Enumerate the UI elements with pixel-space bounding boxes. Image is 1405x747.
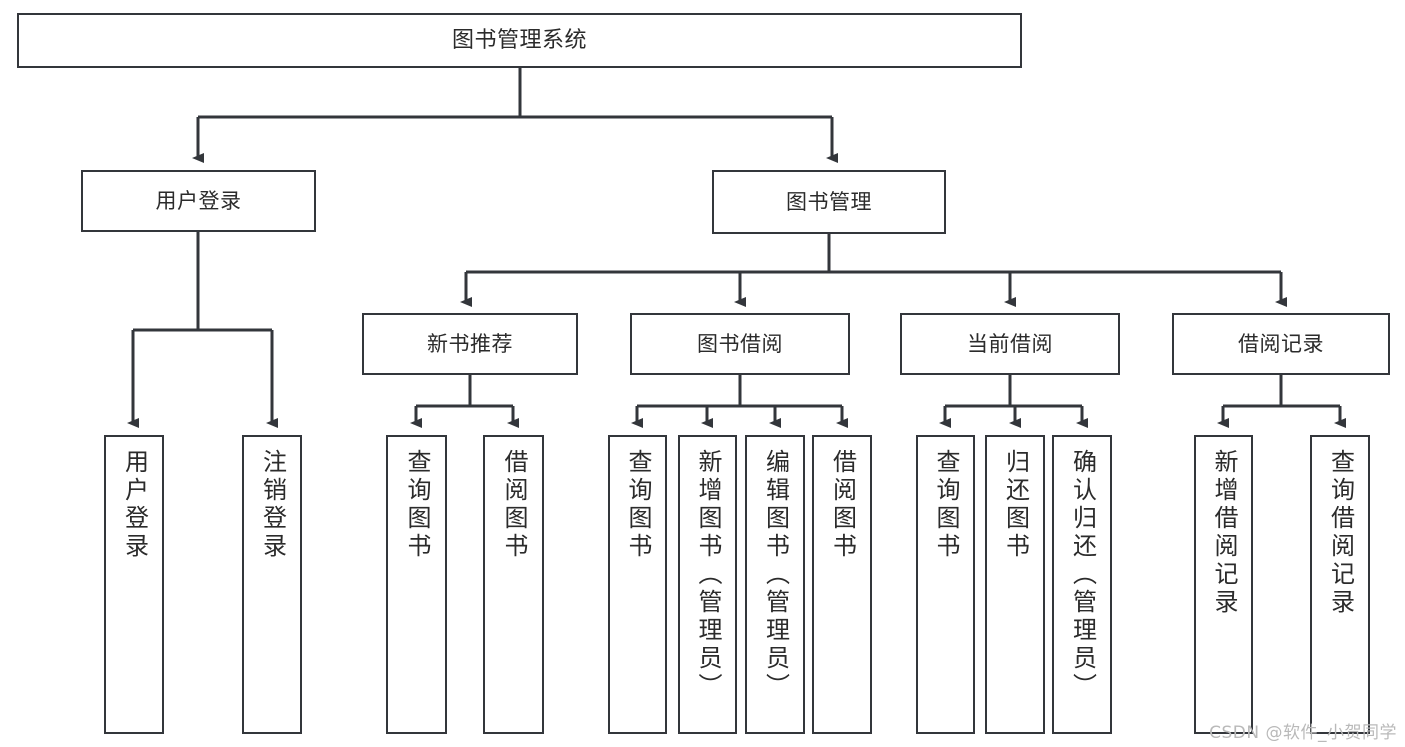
node-label: 新增借阅记录 — [1209, 449, 1238, 617]
node-root-system[interactable]: 图书管理系统 — [17, 13, 1022, 68]
node-label: 确认归还（管理员） — [1068, 449, 1097, 701]
node-label: 新书推荐 — [427, 331, 513, 356]
node-label: 查询图书 — [931, 449, 960, 561]
node-label: 借阅图书 — [499, 449, 528, 561]
node-label: 图书管理 — [786, 189, 872, 214]
leaf-query-book-current[interactable]: 查询图书 — [916, 435, 975, 734]
node-book-management[interactable]: 图书管理 — [712, 170, 946, 234]
node-label: 编辑图书（管理员） — [761, 449, 790, 701]
leaf-add-borrow-record[interactable]: 新增借阅记录 — [1194, 435, 1253, 734]
leaf-edit-book-admin[interactable]: 编辑图书（管理员） — [745, 435, 805, 734]
node-label: 查询图书 — [623, 449, 652, 561]
leaf-borrow-book[interactable]: 借阅图书 — [812, 435, 872, 734]
node-label: 当前借阅 — [967, 331, 1053, 356]
leaf-query-book-recommend[interactable]: 查询图书 — [386, 435, 447, 734]
node-current-borrow[interactable]: 当前借阅 — [900, 313, 1120, 375]
leaf-add-book-admin[interactable]: 新增图书（管理员） — [678, 435, 737, 734]
node-label: 查询借阅记录 — [1326, 449, 1355, 617]
node-label: 新增图书（管理员） — [693, 449, 722, 701]
node-book-borrow[interactable]: 图书借阅 — [630, 313, 850, 375]
node-label: 图书借阅 — [697, 331, 783, 356]
leaf-logout[interactable]: 注销登录 — [242, 435, 302, 734]
leaf-query-borrow-record[interactable]: 查询借阅记录 — [1310, 435, 1370, 734]
leaf-borrow-book-recommend[interactable]: 借阅图书 — [483, 435, 544, 734]
leaf-query-book-borrow[interactable]: 查询图书 — [608, 435, 667, 734]
node-user-login[interactable]: 用户登录 — [81, 170, 316, 232]
node-label: 归还图书 — [1001, 449, 1030, 561]
node-label: 注销登录 — [258, 449, 287, 561]
leaf-confirm-return-admin[interactable]: 确认归还（管理员） — [1052, 435, 1112, 734]
leaf-return-book[interactable]: 归还图书 — [985, 435, 1045, 734]
node-label: 查询图书 — [402, 449, 431, 561]
leaf-user-login[interactable]: 用户登录 — [104, 435, 164, 734]
node-label: 借阅记录 — [1238, 331, 1324, 356]
node-new-book-recommend[interactable]: 新书推荐 — [362, 313, 578, 375]
node-label: 借阅图书 — [828, 449, 857, 561]
node-label: 用户登录 — [120, 449, 149, 561]
node-label: 图书管理系统 — [451, 27, 587, 53]
node-borrow-record[interactable]: 借阅记录 — [1172, 313, 1390, 375]
node-label: 用户登录 — [155, 188, 242, 213]
